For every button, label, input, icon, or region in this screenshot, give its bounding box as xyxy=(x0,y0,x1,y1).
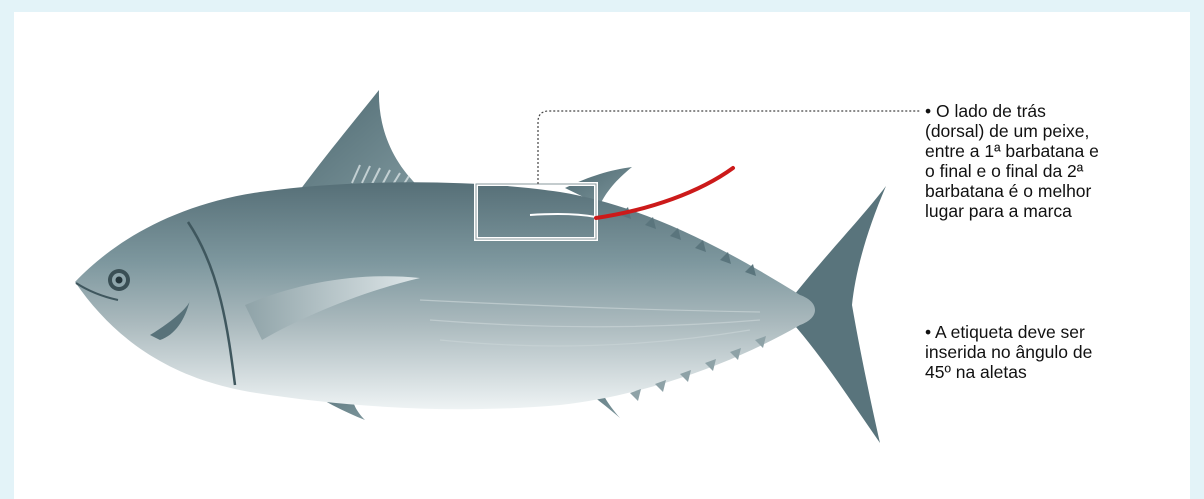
note-dorsal-placement: • O lado de trás (dorsal) de um peixe, e… xyxy=(925,101,1165,221)
note-tag-angle: • A etiqueta deve ser inserida no ângulo… xyxy=(925,322,1165,382)
fish-body xyxy=(75,182,815,409)
first-dorsal-fin xyxy=(300,90,420,190)
